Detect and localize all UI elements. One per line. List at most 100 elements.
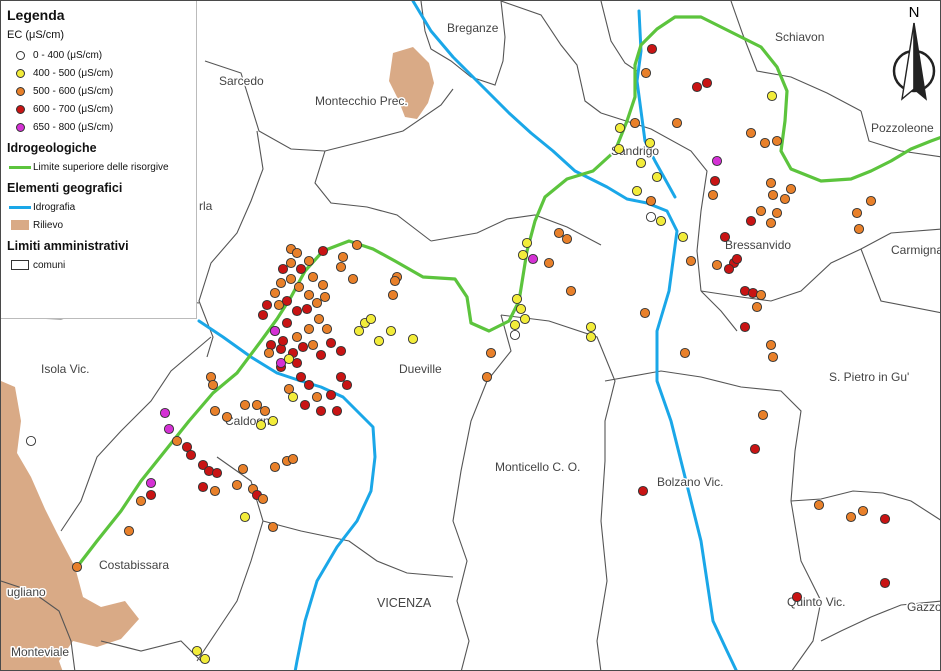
sampling-point-marker[interactable]: [749, 443, 761, 455]
sampling-point-marker[interactable]: [295, 371, 307, 383]
sampling-point-marker[interactable]: [644, 137, 656, 149]
sampling-point-marker[interactable]: [766, 90, 778, 102]
sampling-point-marker[interactable]: [123, 525, 135, 537]
sampling-point-marker[interactable]: [237, 463, 249, 475]
sampling-point-marker[interactable]: [197, 459, 209, 471]
sampling-point-marker[interactable]: [257, 309, 269, 321]
sampling-point-marker[interactable]: [303, 289, 315, 301]
sampling-point-marker[interactable]: [631, 185, 643, 197]
sampling-point-marker[interactable]: [291, 305, 303, 317]
sampling-point-marker[interactable]: [511, 293, 523, 305]
sampling-point-marker[interactable]: [311, 391, 323, 403]
sampling-point-marker[interactable]: [813, 499, 825, 511]
sampling-point-marker[interactable]: [71, 561, 83, 573]
sampling-point-marker[interactable]: [759, 137, 771, 149]
sampling-point-marker[interactable]: [645, 211, 657, 223]
sampling-point-marker[interactable]: [267, 521, 279, 533]
sampling-point-marker[interactable]: [655, 215, 667, 227]
sampling-point-marker[interactable]: [751, 301, 763, 313]
sampling-point-marker[interactable]: [191, 645, 203, 657]
sampling-point-marker[interactable]: [335, 261, 347, 273]
sampling-point-marker[interactable]: [509, 319, 521, 331]
sampling-point-marker[interactable]: [317, 279, 329, 291]
sampling-point-marker[interactable]: [365, 313, 377, 325]
sampling-point-marker[interactable]: [303, 379, 315, 391]
sampling-point-marker[interactable]: [261, 299, 273, 311]
sampling-point-marker[interactable]: [145, 489, 157, 501]
sampling-point-marker[interactable]: [269, 461, 281, 473]
sampling-point-marker[interactable]: [281, 317, 293, 329]
sampling-point-marker[interactable]: [197, 481, 209, 493]
sampling-point-marker[interactable]: [765, 339, 777, 351]
sampling-point-marker[interactable]: [221, 411, 233, 423]
sampling-point-marker[interactable]: [287, 391, 299, 403]
sampling-point-marker[interactable]: [385, 325, 397, 337]
sampling-point-marker[interactable]: [317, 245, 329, 257]
sampling-point-marker[interactable]: [711, 155, 723, 167]
sampling-point-marker[interactable]: [671, 117, 683, 129]
sampling-point-marker[interactable]: [209, 485, 221, 497]
sampling-point-marker[interactable]: [269, 325, 281, 337]
sampling-point-marker[interactable]: [585, 331, 597, 343]
sampling-point-marker[interactable]: [613, 143, 625, 155]
sampling-point-marker[interactable]: [791, 591, 803, 603]
sampling-point-marker[interactable]: [347, 273, 359, 285]
sampling-point-marker[interactable]: [315, 349, 327, 361]
sampling-point-marker[interactable]: [565, 285, 577, 297]
sampling-point-marker[interactable]: [145, 477, 157, 489]
sampling-point-marker[interactable]: [745, 127, 757, 139]
sampling-point-marker[interactable]: [691, 81, 703, 93]
sampling-point-marker[interactable]: [389, 275, 401, 287]
sampling-point-marker[interactable]: [303, 255, 315, 267]
sampling-point-marker[interactable]: [521, 237, 533, 249]
sampling-point-marker[interactable]: [679, 347, 691, 359]
sampling-point-marker[interactable]: [481, 371, 493, 383]
sampling-point-marker[interactable]: [851, 207, 863, 219]
sampling-point-marker[interactable]: [755, 205, 767, 217]
sampling-point-marker[interactable]: [651, 171, 663, 183]
sampling-point-marker[interactable]: [135, 495, 147, 507]
sampling-point-marker[interactable]: [407, 333, 419, 345]
sampling-point-marker[interactable]: [163, 423, 175, 435]
sampling-point-marker[interactable]: [251, 399, 263, 411]
sampling-point-marker[interactable]: [257, 493, 269, 505]
sampling-point-marker[interactable]: [293, 281, 305, 293]
sampling-point-marker[interactable]: [311, 297, 323, 309]
sampling-point-marker[interactable]: [331, 405, 343, 417]
sampling-point-marker[interactable]: [879, 577, 891, 589]
sampling-point-marker[interactable]: [335, 371, 347, 383]
sampling-point-marker[interactable]: [353, 325, 365, 337]
sampling-point-marker[interactable]: [865, 195, 877, 207]
sampling-point-marker[interactable]: [231, 479, 243, 491]
sampling-point-marker[interactable]: [485, 347, 497, 359]
sampling-point-marker[interactable]: [351, 239, 363, 251]
sampling-point-marker[interactable]: [646, 43, 658, 55]
sampling-point-marker[interactable]: [879, 513, 891, 525]
sampling-point-marker[interactable]: [645, 195, 657, 207]
sampling-point-marker[interactable]: [25, 435, 37, 447]
sampling-point-marker[interactable]: [771, 207, 783, 219]
sampling-point-marker[interactable]: [707, 189, 719, 201]
sampling-point-marker[interactable]: [239, 399, 251, 411]
sampling-point-marker[interactable]: [325, 337, 337, 349]
sampling-point-marker[interactable]: [853, 223, 865, 235]
sampling-point-marker[interactable]: [765, 217, 777, 229]
sampling-point-marker[interactable]: [337, 251, 349, 263]
sampling-point-marker[interactable]: [723, 263, 735, 275]
sampling-point-marker[interactable]: [181, 441, 193, 453]
sampling-point-marker[interactable]: [273, 299, 285, 311]
sampling-point-marker[interactable]: [373, 335, 385, 347]
sampling-point-marker[interactable]: [731, 253, 743, 265]
sampling-point-marker[interactable]: [719, 231, 731, 243]
sampling-point-marker[interactable]: [745, 215, 757, 227]
sampling-point-marker[interactable]: [285, 257, 297, 269]
sampling-point-marker[interactable]: [639, 307, 651, 319]
sampling-point-marker[interactable]: [283, 383, 295, 395]
sampling-point-marker[interactable]: [637, 485, 649, 497]
sampling-point-marker[interactable]: [515, 303, 527, 315]
sampling-point-marker[interactable]: [209, 405, 221, 417]
sampling-point-marker[interactable]: [307, 271, 319, 283]
sampling-point-marker[interactable]: [281, 295, 293, 307]
sampling-point-marker[interactable]: [767, 189, 779, 201]
sampling-point-marker[interactable]: [277, 335, 289, 347]
